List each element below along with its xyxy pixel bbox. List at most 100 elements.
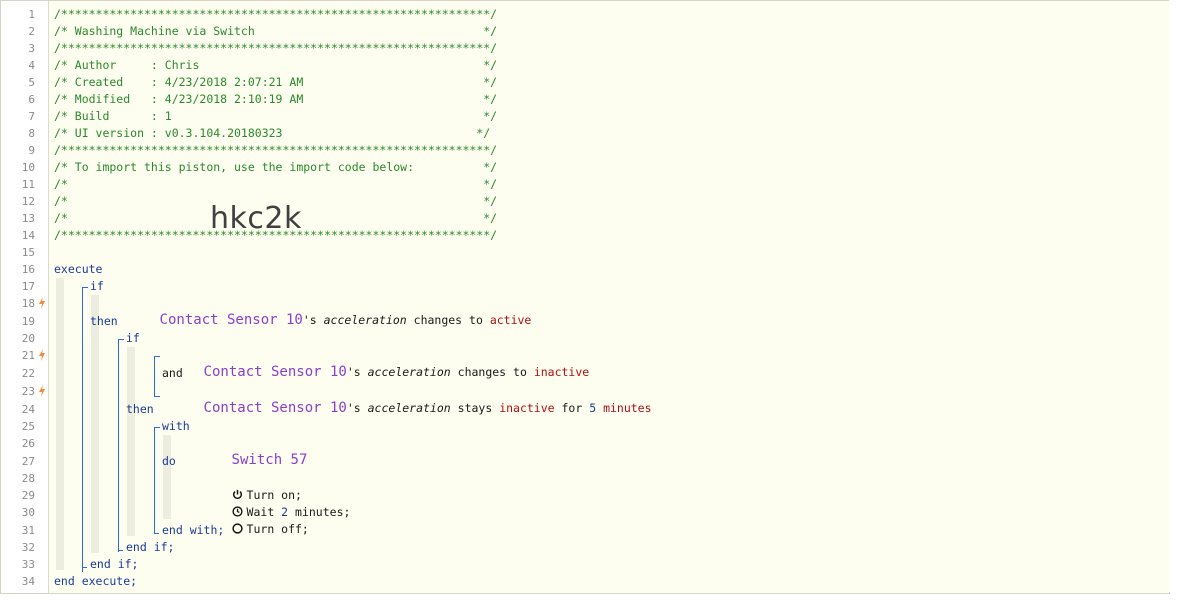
device-switch[interactable]: Switch 57 [231,452,308,468]
power-icon [232,489,242,500]
line-number: 7 [28,110,35,123]
code-line-12: /* */ [54,194,498,208]
keyword-execute[interactable]: execute [54,262,103,276]
duration-value: 5 [589,401,597,415]
condition-outer[interactable]: Contact Sensor 10's acceleration changes… [118,295,532,328]
device-switch-line[interactable]: Switch 57 [190,435,308,468]
keyword-end-execute[interactable]: end execute; [54,574,138,588]
bracket-with-end [154,519,159,534]
structure-bar-execute [56,278,64,570]
structure-bar-if-outer [91,295,99,553]
line-number: 5 [28,76,35,89]
action-turn-off-label: Turn off; [246,522,309,536]
code-line-13: /* */ [54,211,498,225]
line-number: 14 [21,229,35,242]
clock-icon [231,506,243,517]
action-wait-value: 2 [281,505,289,519]
keyword-end-if-inner[interactable]: end if; [126,540,175,554]
trigger-bolt-icon [38,297,46,310]
device-contact-sensor[interactable]: Contact Sensor 10 [159,312,303,328]
line-number: 2 [28,25,35,38]
bracket-if-inner-end [118,536,123,551]
operator-changes-to: changes to [406,313,490,327]
code-line-3: /***************************************… [54,41,498,55]
possessive-text: 's [302,313,324,327]
keyword-do[interactable]: do [162,454,176,468]
code-line-7: /* Build : 1 */ [54,109,498,123]
condition-inner-1[interactable]: Contact Sensor 10's acceleration changes… [162,347,590,380]
structure-bar-if-inner [127,347,135,536]
keyword-end-with[interactable]: end with; [162,523,225,537]
operator-and[interactable]: and [162,366,183,380]
action-wait-label: Wait [246,505,282,519]
line-number: 32 [21,541,35,554]
possessive-text: 's [346,401,368,415]
bracket-if-inner [118,339,124,552]
line-number: 24 [21,403,35,416]
keyword-then-outer[interactable]: then [90,314,118,328]
code-area[interactable]: /***************************************… [54,1,1154,593]
line-number: 21 [21,349,35,362]
bracket-if-outer-line [82,287,88,567]
line-number: 34 [21,575,35,588]
keyword-if-outer[interactable]: if [90,279,104,293]
value-active: active [489,313,532,327]
trigger-bolt-icon [38,385,46,398]
operator-changes-to: changes to [450,365,534,379]
device-contact-sensor[interactable]: Contact Sensor 10 [203,400,347,416]
value-inactive: inactive [499,401,555,415]
code-line-4: /* Author : Chris */ [54,58,498,72]
line-number: 1 [28,8,35,21]
device-contact-sensor[interactable]: Contact Sensor 10 [203,364,347,380]
code-line-5: /* Created : 4/23/2018 2:07:21 AM */ [54,75,498,89]
line-number: 31 [21,524,35,537]
line-number: 29 [21,489,35,502]
code-line-14: /***************************************… [54,228,498,242]
keyword-then-inner[interactable]: then [126,402,154,416]
line-number: 18 [21,297,35,310]
action-turn-off[interactable]: Turn off; [190,504,309,536]
line-number: 16 [21,263,35,276]
line-number: 17 [21,280,35,293]
line-number: 25 [21,420,35,433]
line-number: 23 [21,385,35,398]
power-off-icon [231,523,243,534]
attribute-acceleration: acceleration [367,401,451,415]
code-line-1: /***************************************… [54,7,498,21]
line-number: 22 [21,367,35,380]
line-number: 3 [28,42,35,55]
attribute-acceleration: acceleration [367,365,451,379]
code-line-8: /* UI version : v0.3.104.20180323 */ [54,126,491,140]
code-line-6: /* Modified : 4/23/2018 2:10:19 AM */ [54,92,498,106]
duration-unit: minutes [596,401,652,415]
possessive-text: 's [346,365,368,379]
action-wait-unit: minutes; [288,505,351,519]
line-number: 19 [21,315,35,328]
operator-stays: stays [450,401,500,415]
line-number: 6 [28,93,35,106]
bracket-condition-group [154,356,160,397]
attribute-acceleration: acceleration [323,313,407,327]
value-inactive: inactive [533,365,590,379]
code-line-2: /* Washing Machine via Switch */ [54,24,498,38]
line-number: 15 [21,246,35,259]
line-number: 28 [21,472,35,485]
keyword-if-inner[interactable]: if [126,331,140,345]
code-line-9: /***************************************… [54,143,498,157]
action-wait[interactable]: Wait 2 minutes; [190,487,350,519]
line-number: 11 [21,178,35,191]
action-turn-on-label: Turn on; [246,488,302,502]
keyword-with[interactable]: with [162,419,190,433]
condition-inner-2[interactable]: Contact Sensor 10's acceleration stays i… [162,383,652,416]
line-number: 9 [28,144,35,157]
line-number: 12 [21,195,35,208]
line-number: 33 [21,558,35,571]
keyword-end-if-outer[interactable]: end if; [90,557,139,571]
import-code: hkc2k [210,201,302,236]
trigger-bolt-icon [38,349,46,362]
action-turn-on[interactable]: Turn on; [190,470,302,502]
line-number: 4 [28,59,35,72]
line-number: 10 [21,161,35,174]
